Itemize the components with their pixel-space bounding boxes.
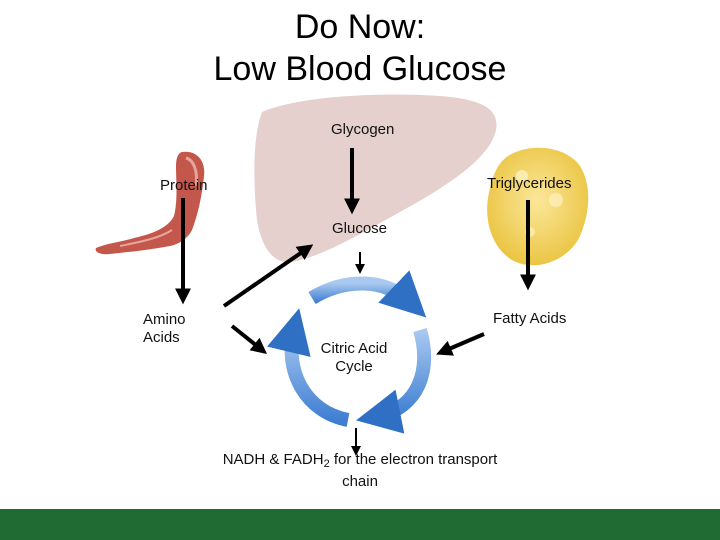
arm-muscle-image (95, 151, 205, 255)
label-glucose: Glucose (332, 220, 388, 237)
label-nadh-prefix: NADH & FADH (222, 451, 324, 468)
title-line-1: Do Now: (294, 8, 426, 46)
label-nadh-line-2: chain (342, 473, 378, 490)
label-amino-acids: Amino Acids (143, 311, 186, 347)
label-protein: Protein (160, 177, 208, 194)
slide-title: Do Now: Low Blood Glucose (0, 6, 720, 90)
label-cycle-line-1: Citric Acid (320, 340, 388, 357)
label-citric-acid-cycle: Citric Acid Cycle (300, 340, 408, 376)
liver-image (254, 94, 497, 263)
label-glycogen: Glycogen (331, 121, 395, 138)
arrow-fatty-cycle (436, 332, 485, 356)
cycle-arrows (267, 270, 432, 434)
fat-tissue-image (487, 147, 589, 266)
label-cycle-line-2: Cycle (335, 358, 373, 375)
label-triglycerides: Triglycerides (487, 175, 572, 192)
label-amino-line-1: Amino (143, 311, 186, 328)
label-fatty-acids: Fatty Acids (493, 310, 567, 327)
label-nadh-line-1: NADH & FADH2 for the electron transport (200, 451, 520, 473)
label-nadh-suffix: for the electron transport (329, 451, 498, 468)
title-line-2: Low Blood Glucose (213, 50, 507, 88)
pathway-arrows (175, 148, 536, 456)
label-nadh-subscript: 2 (323, 458, 330, 470)
label-amino-line-2: Acids (143, 329, 180, 346)
footer-bar (0, 509, 720, 540)
arrow-amino-cycle (230, 324, 267, 354)
arrow-amino-glucose (222, 244, 314, 308)
label-nadh-fadh2: NADH & FADH2 for the electron transport … (200, 451, 520, 491)
